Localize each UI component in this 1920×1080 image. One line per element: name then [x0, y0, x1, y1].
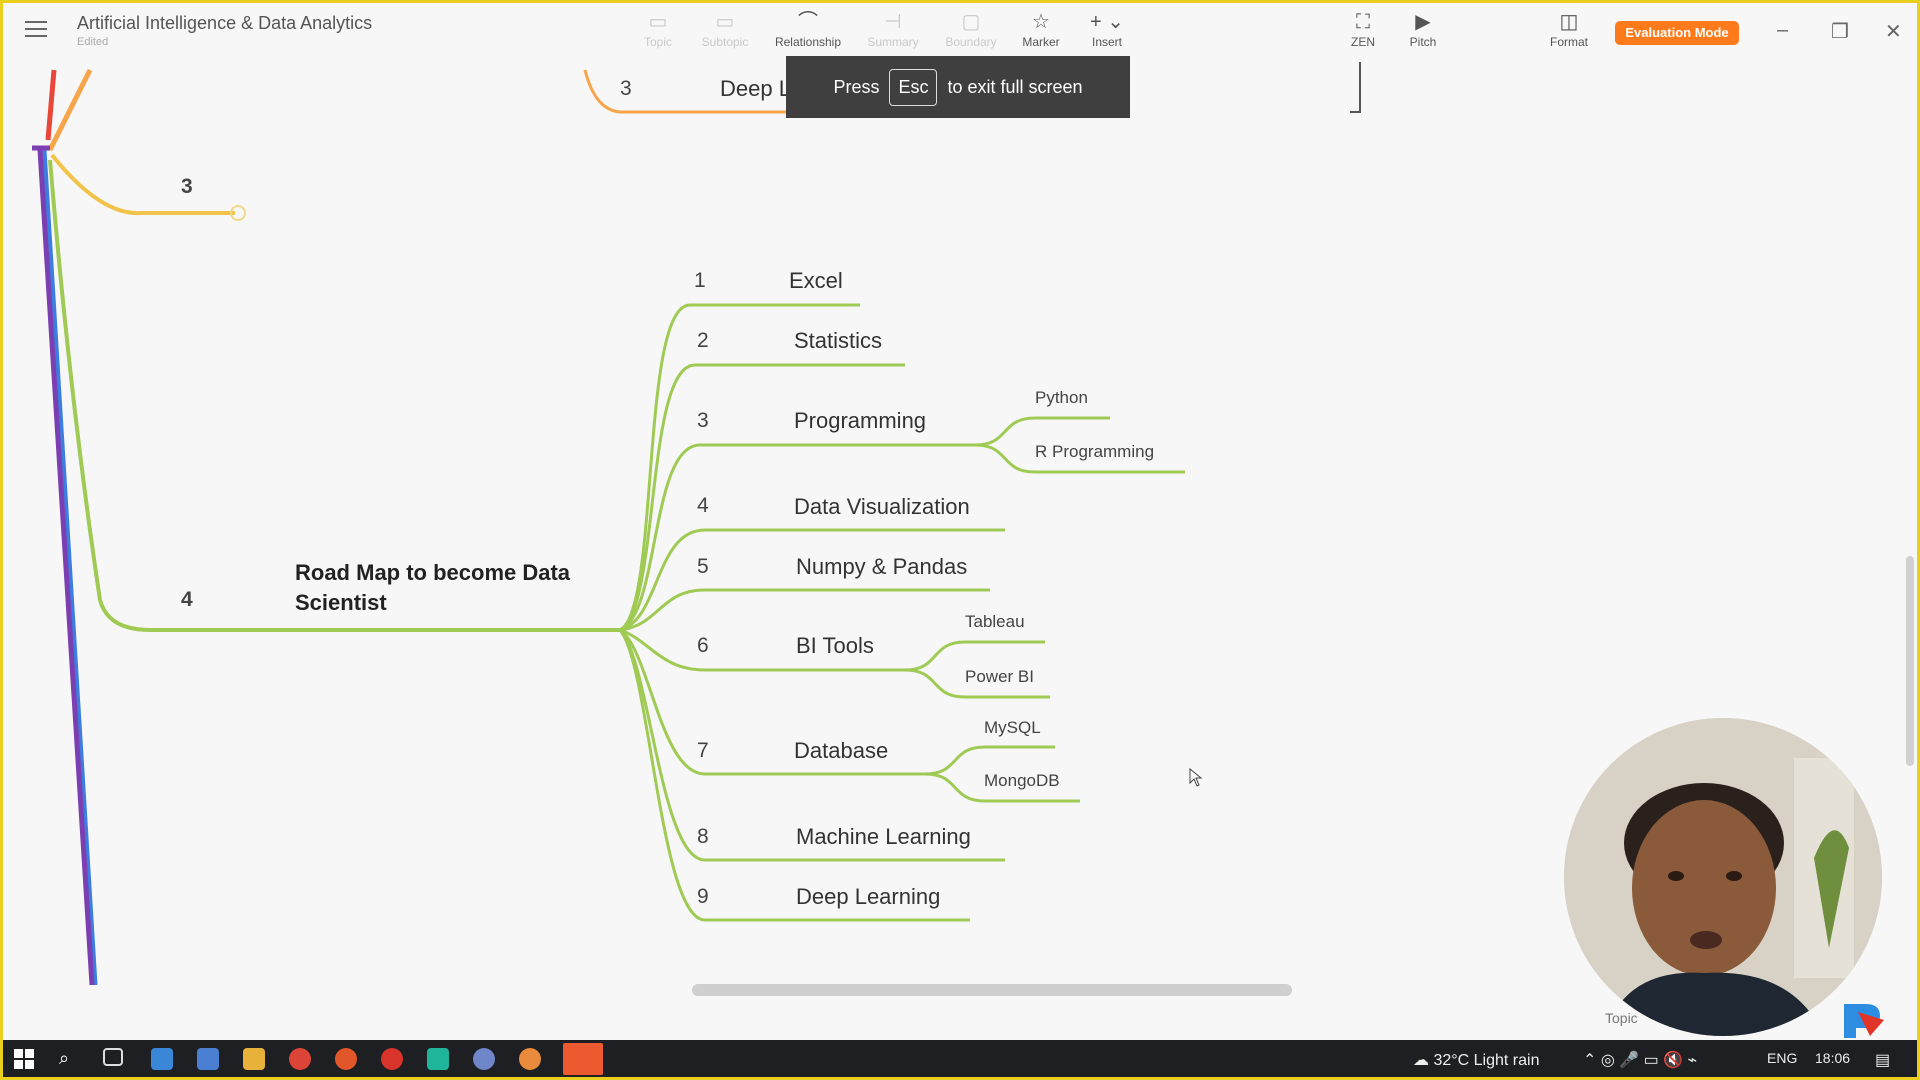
boundary-icon: ▢ [961, 11, 981, 33]
orange-branch-line [47, 68, 93, 152]
subtopic-mysql[interactable]: MySQL [984, 718, 1041, 737]
panel-icon: ◫ [1559, 11, 1579, 33]
system-tray-icons[interactable]: ⌃ ◎ 🎤 ▭ 🔇 ⌁ [1583, 1052, 1698, 1069]
item-number: 2 [697, 329, 709, 352]
insert-tool-button[interactable]: + ⌄Insert [1067, 9, 1147, 49]
cloud-rain-icon: ☁ [1413, 1052, 1429, 1069]
xmind-app-icon[interactable] [563, 1043, 603, 1075]
topic-numpy-pandas[interactable]: Numpy & Pandas [796, 554, 968, 579]
subtopic-mongodb[interactable]: MongoDB [984, 771, 1060, 790]
item-number: 7 [697, 739, 709, 762]
webcam-overlay [1564, 718, 1882, 1036]
topic-programming[interactable]: Programming [794, 408, 927, 433]
app-icon-4[interactable] [427, 1048, 449, 1070]
esc-key-badge: Esc [889, 68, 938, 106]
minimize-icon[interactable]: – [1777, 19, 1789, 41]
app-icon-6[interactable] [519, 1048, 541, 1070]
close-icon[interactable]: ✕ [1885, 21, 1902, 43]
app-toolbar: Artificial Intelligence & Data Analytics… [3, 3, 1917, 59]
maximize-icon[interactable]: ❐ [1831, 21, 1849, 43]
task-view-icon[interactable] [103, 1048, 123, 1066]
presenter-video [1564, 718, 1882, 1036]
topic-machine-learning[interactable]: Machine Learning [796, 824, 971, 849]
item-number: 8 [697, 825, 709, 848]
summary-icon: ⊣ [884, 11, 902, 33]
topic-data-visualization[interactable]: Data Visualization [794, 494, 970, 519]
chrome-icon[interactable] [289, 1048, 311, 1070]
collapse-dot [230, 205, 246, 221]
app-icon-2[interactable] [197, 1048, 219, 1070]
topic-excel[interactable]: Excel [789, 268, 843, 293]
search-icon[interactable]: ⌕ [59, 1048, 70, 1068]
red-branch-line [45, 69, 57, 141]
relationship-icon: ⌒ [798, 11, 818, 33]
green-branch-line [48, 159, 625, 632]
star-icon: ☆ [1032, 11, 1050, 33]
status-topic-label: Topic [1605, 1010, 1638, 1026]
plus-chevron-icon: + ⌄ [1090, 11, 1124, 33]
top-partial-line [583, 69, 800, 114]
channel-logo-icon [1844, 1004, 1884, 1038]
fullscreen-icon: ⛶ [1356, 11, 1370, 33]
subsubtopic-connectors [904, 416, 1185, 803]
central-topic[interactable]: Road Map to become Data Scientist [295, 560, 571, 615]
hamburger-menu-icon[interactable] [25, 21, 47, 39]
subtopic-icon: ▭ [715, 11, 735, 33]
play-icon: ▶ [1415, 11, 1431, 33]
subtopic-python[interactable]: Python [1035, 388, 1088, 407]
mouse-cursor-icon [1189, 768, 1203, 787]
language-indicator[interactable]: ENG [1767, 1050, 1798, 1066]
app-icon-5[interactable] [473, 1048, 495, 1070]
evaluation-mode-button[interactable]: Evaluation Mode [1615, 21, 1739, 45]
branch-3-number[interactable]: 3 [181, 175, 193, 198]
subtopic-connectors [618, 303, 1005, 922]
format-panel-button[interactable]: ◫Format [1529, 9, 1609, 49]
blue-branch-line [41, 149, 98, 986]
app-icon-1[interactable] [151, 1048, 173, 1070]
pitch-mode-button[interactable]: ▶Pitch [1383, 9, 1463, 49]
subtopic-r-programming[interactable]: R Programming [1035, 442, 1155, 461]
item-number: 9 [697, 885, 709, 908]
mindmap-canvas[interactable]: 3 Deep Lear 3 4 Road Map to become Data … [0, 0, 1920, 1040]
item-number: 3 [697, 409, 709, 432]
topic-statistics[interactable]: Statistics [794, 328, 883, 353]
vertical-scrollbar[interactable] [1906, 556, 1914, 766]
subtopic-power-bi[interactable]: Power BI [965, 667, 1034, 686]
document-title: Artificial Intelligence & Data Analytics [77, 13, 373, 33]
top-partial-number[interactable]: 3 [620, 77, 632, 100]
subtopic-tool-button[interactable]: ▭Subtopic [685, 9, 765, 49]
topic-database[interactable]: Database [794, 738, 889, 763]
subtopic-tableau[interactable]: Tableau [965, 612, 1025, 631]
windows-start-icon[interactable] [13, 1048, 35, 1070]
relationship-tool-button[interactable]: ⌒Relationship [768, 9, 848, 49]
item-number: 5 [697, 555, 709, 578]
boundary-tool-button[interactable]: ▢Boundary [931, 9, 1011, 49]
topic-icon: ▭ [648, 11, 668, 33]
topic-deep-learning[interactable]: Deep Learning [796, 884, 941, 909]
marker-tool-button[interactable]: ☆Marker [1001, 9, 1081, 49]
zen-mode-button[interactable]: ⛶ZEN [1323, 9, 1403, 49]
chrome-profile-icon[interactable] [381, 1048, 403, 1070]
topic-bi-tools[interactable]: BI Tools [796, 633, 874, 658]
item-number: 1 [694, 269, 706, 292]
purple-branch-line [37, 149, 95, 986]
item-number: 6 [697, 634, 709, 657]
yellow-branch-line [50, 153, 235, 216]
branch-4-number[interactable]: 4 [181, 588, 193, 611]
weather-widget[interactable]: ☁ 32°C Light rain [1413, 1052, 1540, 1069]
app-icon-3[interactable] [335, 1048, 357, 1070]
branch-lines [32, 62, 1361, 986]
document-status: Edited [77, 36, 109, 48]
notification-icon[interactable]: ▤ [1875, 1052, 1891, 1069]
horizontal-scrollbar[interactable] [692, 984, 1292, 996]
topic-tool-button[interactable]: ▭Topic [618, 9, 698, 49]
file-explorer-icon[interactable] [243, 1048, 265, 1070]
windows-taskbar: ⌕ ☁ 32°C Light rain ⌃ ◎ 🎤 ▭ 🔇 ⌁ ENG 18:0… [3, 1040, 1917, 1077]
fullscreen-exit-toast: Press Esc to exit full screen [786, 56, 1130, 118]
summary-tool-button[interactable]: ⊣Summary [853, 9, 933, 49]
clock[interactable]: 18:06 [1815, 1050, 1851, 1066]
item-number: 4 [697, 494, 709, 517]
boundary-bracket [1350, 62, 1361, 113]
